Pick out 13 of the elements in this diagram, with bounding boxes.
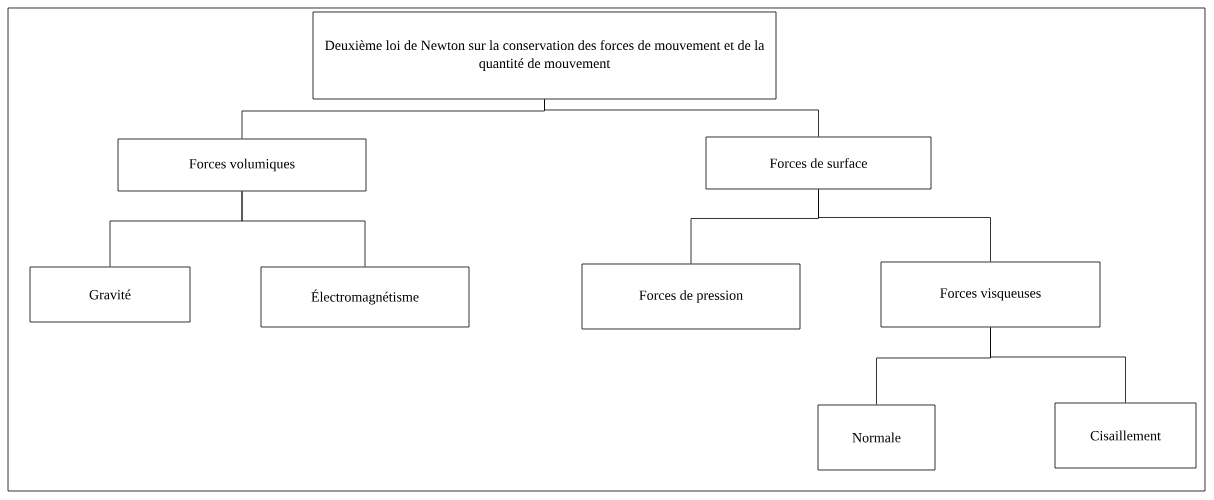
concept-box: Forces de surface <box>705 136 932 190</box>
connector-line <box>544 99 819 137</box>
connector-line <box>241 191 366 267</box>
concept-box: Électromagnétisme <box>260 266 470 328</box>
connector-line <box>990 327 1126 403</box>
concept-box: Cisaillement <box>1054 402 1197 469</box>
concept-box: Gravité <box>29 266 191 323</box>
concept-box: Normale <box>817 404 936 471</box>
concept-box: Deuxième loi de Newton sur la conservation des forces de mouvement et de la quantité de mouvement <box>312 11 777 100</box>
concept-box: Forces volumiques <box>117 138 367 192</box>
concept-box: Forces de pression <box>581 263 801 330</box>
concept-box: Forces visqueuses <box>880 261 1101 328</box>
connector-line <box>818 189 991 262</box>
